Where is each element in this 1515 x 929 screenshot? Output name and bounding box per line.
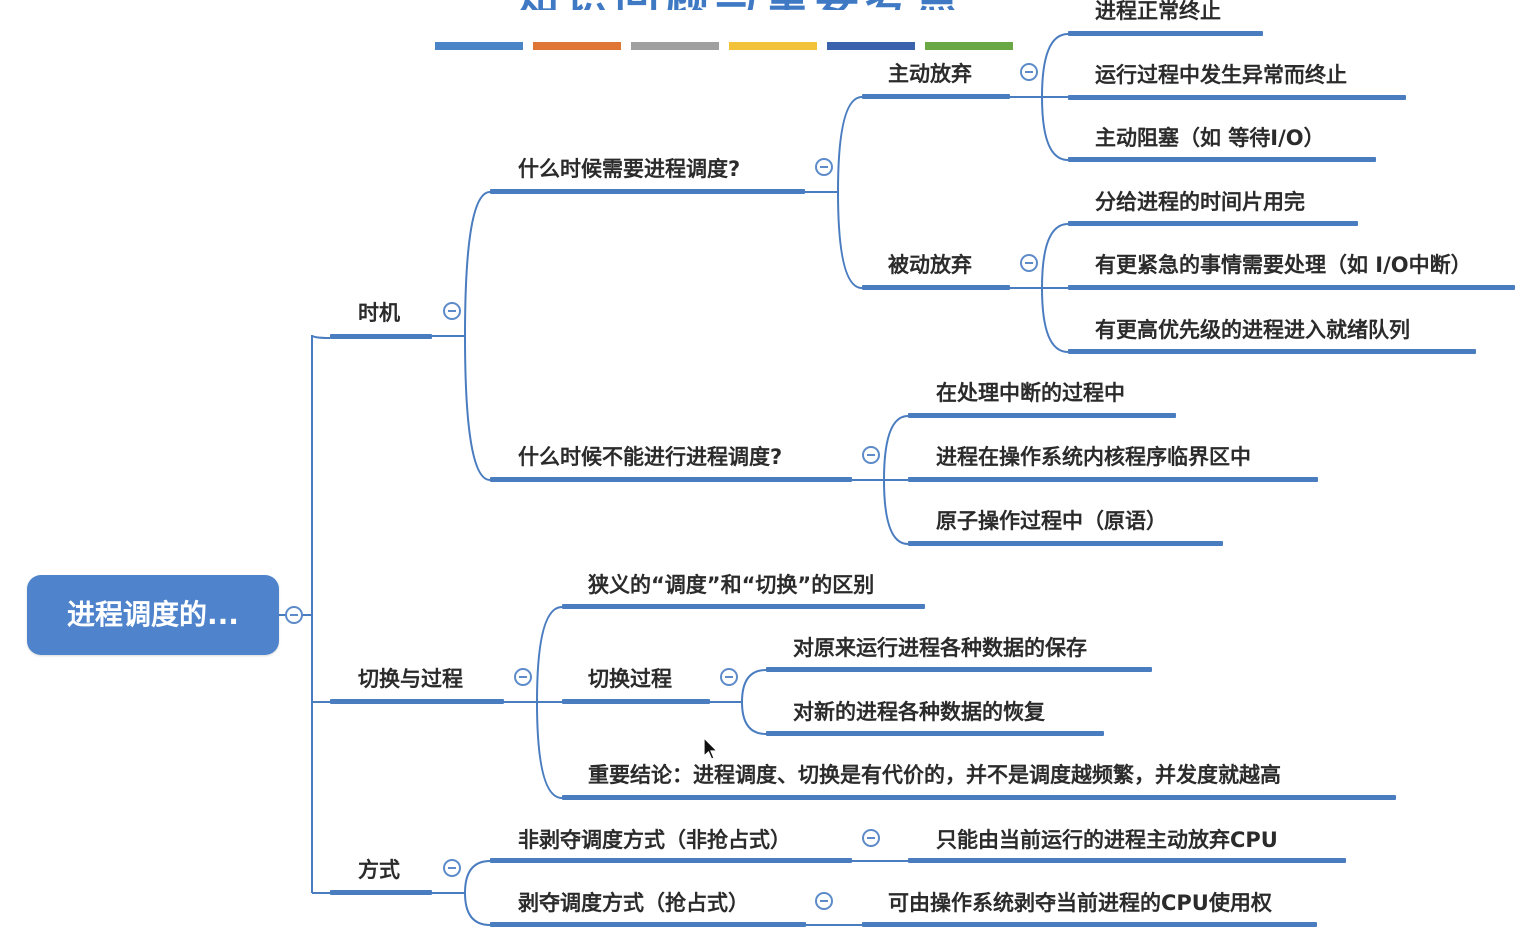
node-preemptive[interactable]: 剥夺调度方式（抢占式）: [518, 891, 749, 915]
connector: [536, 606, 563, 703]
collapse-switching-icon[interactable]: [514, 668, 532, 686]
node-when-needed[interactable]: 什么时候需要进程调度?: [518, 157, 741, 181]
node-underline: [330, 699, 504, 704]
leaf-preemptive-detail[interactable]: 可由操作系统剥夺当前进程的CPU使用权: [888, 891, 1272, 915]
collapse-nonpreemptive-icon[interactable]: [862, 829, 880, 847]
mouse-cursor-icon: [703, 737, 719, 760]
leaf-underline: [908, 541, 1223, 546]
leaf-underline: [562, 604, 925, 609]
collapse-when-not-icon[interactable]: [862, 446, 880, 464]
node-when-not[interactable]: 什么时候不能进行进程调度?: [518, 445, 783, 469]
leaf-when-not-3[interactable]: 原子操作过程中（原语）: [936, 509, 1167, 533]
connector: [1041, 96, 1069, 161]
collapse-preemptive-icon[interactable]: [815, 892, 833, 910]
leaf-underline: [1068, 31, 1263, 36]
node-underline: [862, 285, 1010, 290]
leaf-underline: [1068, 285, 1515, 290]
leaf-underline: [766, 731, 1104, 736]
node-active-giveup[interactable]: 主动放弃: [888, 62, 972, 86]
collapse-passive-icon[interactable]: [1020, 254, 1038, 272]
leaf-active-1[interactable]: 进程正常终止: [1095, 0, 1221, 23]
connector: [1041, 287, 1069, 353]
collapse-root-icon[interactable]: [285, 606, 303, 624]
node-passive-giveup[interactable]: 被动放弃: [888, 253, 972, 277]
node-nonpreemptive[interactable]: 非剥夺调度方式（非抢占式）: [518, 828, 791, 852]
leaf-underline: [1068, 95, 1406, 100]
node-method[interactable]: 方式: [358, 858, 400, 882]
connector: [1041, 223, 1069, 289]
collapse-method-icon[interactable]: [443, 859, 461, 877]
color-segment: [729, 42, 817, 50]
connector: [464, 191, 491, 337]
connector: [464, 335, 491, 481]
node-switching[interactable]: 切换与过程: [358, 667, 463, 691]
node-underline: [490, 858, 852, 863]
connector: [883, 479, 909, 545]
color-segment: [631, 42, 719, 50]
color-segment: [925, 42, 1013, 50]
leaf-underline: [562, 795, 1396, 800]
connector: [311, 334, 331, 339]
leaf-underline: [862, 922, 1317, 927]
leaf-underline: [1068, 221, 1358, 226]
node-underline: [562, 699, 710, 704]
color-segment: [533, 42, 621, 50]
node-underline: [490, 477, 852, 482]
leaf-passive-1[interactable]: 分给进程的时间片用完: [1095, 190, 1305, 214]
connector: [741, 669, 767, 703]
connector: [837, 191, 863, 289]
node-underline: [330, 334, 432, 339]
leaf-underline: [1068, 349, 1476, 354]
color-segment: [435, 42, 523, 50]
connector: [741, 701, 767, 735]
collapse-when-needed-icon[interactable]: [815, 158, 833, 176]
node-switch-process[interactable]: 切换过程: [588, 667, 672, 691]
collapse-switch-process-icon[interactable]: [720, 668, 738, 686]
node-timing[interactable]: 时机: [358, 301, 400, 325]
leaf-underline: [908, 477, 1318, 482]
connector: [1041, 33, 1069, 98]
node-underline: [862, 94, 1010, 99]
leaf-underline: [766, 667, 1152, 672]
leaf-passive-2[interactable]: 有更紧急的事情需要处理（如 I/O中断）: [1095, 253, 1472, 277]
connector: [464, 860, 491, 894]
connector: [837, 96, 863, 193]
leaf-when-not-1[interactable]: 在处理中断的过程中: [936, 381, 1125, 405]
connector: [883, 415, 909, 481]
leaf-active-3[interactable]: 主动阻塞（如 等待I/O）: [1095, 126, 1325, 150]
connector: [464, 892, 491, 926]
collapse-active-icon[interactable]: [1020, 63, 1038, 81]
leaf-restore-data[interactable]: 对新的进程各种数据的恢复: [793, 700, 1045, 724]
leaf-conclusion[interactable]: 重要结论：进程调度、切换是有代价的，并不是调度越频繁，并发度就越高: [588, 763, 1281, 787]
leaf-difference[interactable]: 狭义的“调度”和“切换”的区别: [588, 573, 875, 597]
node-underline: [490, 922, 806, 927]
root-node[interactable]: 进程调度的...: [27, 575, 279, 655]
leaf-passive-3[interactable]: 有更高优先级的进程进入就绪队列: [1095, 318, 1410, 342]
leaf-active-2[interactable]: 运行过程中发生异常而终止: [1095, 63, 1347, 87]
node-underline: [490, 189, 805, 194]
node-underline: [330, 890, 432, 895]
connector: [536, 701, 563, 799]
page-title: 知识回顾与重要考点: [470, 0, 1010, 10]
leaf-save-data[interactable]: 对原来运行进程各种数据的保存: [793, 636, 1087, 660]
collapse-timing-icon[interactable]: [443, 302, 461, 320]
leaf-underline: [908, 858, 1346, 863]
color-segment: [827, 42, 915, 50]
leaf-underline: [1068, 157, 1376, 162]
leaf-when-not-2[interactable]: 进程在操作系统内核程序临界区中: [936, 445, 1251, 469]
leaf-nonpreemptive-detail[interactable]: 只能由当前运行的进程主动放弃CPU: [936, 828, 1278, 852]
leaf-underline: [908, 413, 1176, 418]
